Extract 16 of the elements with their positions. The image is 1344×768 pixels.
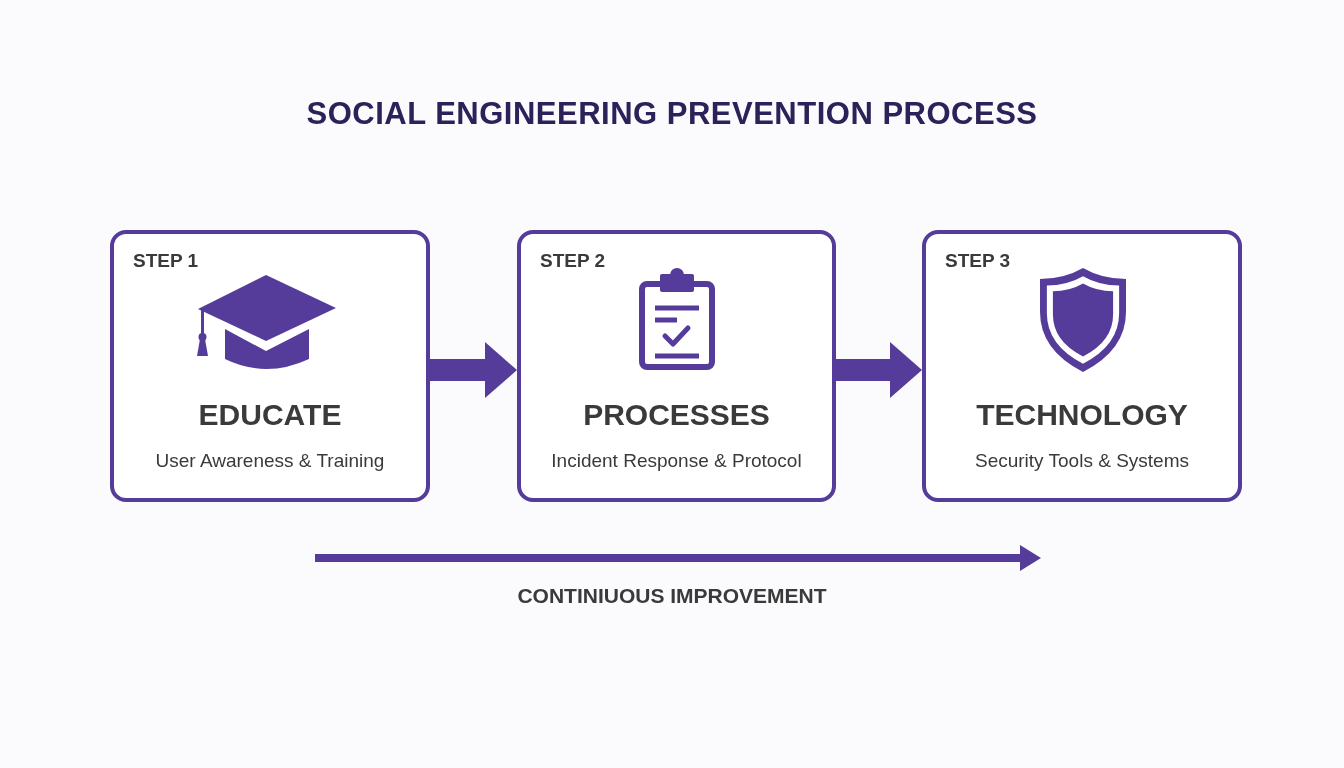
step-label: STEP 2: [540, 250, 606, 272]
step-card: [110, 230, 430, 502]
step-title: EDUCATE: [198, 398, 342, 432]
step-description: Incident Response & Protocol: [551, 450, 802, 472]
step-description: User Awareness & Training: [155, 450, 385, 472]
block-arrow: [836, 342, 922, 398]
step-label: STEP 3: [945, 250, 1011, 272]
block-arrow: [430, 342, 517, 398]
step-label: STEP 1: [133, 250, 199, 272]
step-description: Security Tools & Systems: [975, 450, 1189, 472]
step-card: [922, 230, 1242, 502]
diagram-title: SOCIAL ENGINEERING PREVENTION PROCESS: [306, 96, 1038, 132]
step-card: [517, 230, 836, 502]
step-title: PROCESSES: [583, 398, 770, 432]
step-title: TECHNOLOGY: [976, 398, 1188, 432]
arrow-caption: CONTINIUOUS IMPROVEMENT: [517, 584, 827, 608]
